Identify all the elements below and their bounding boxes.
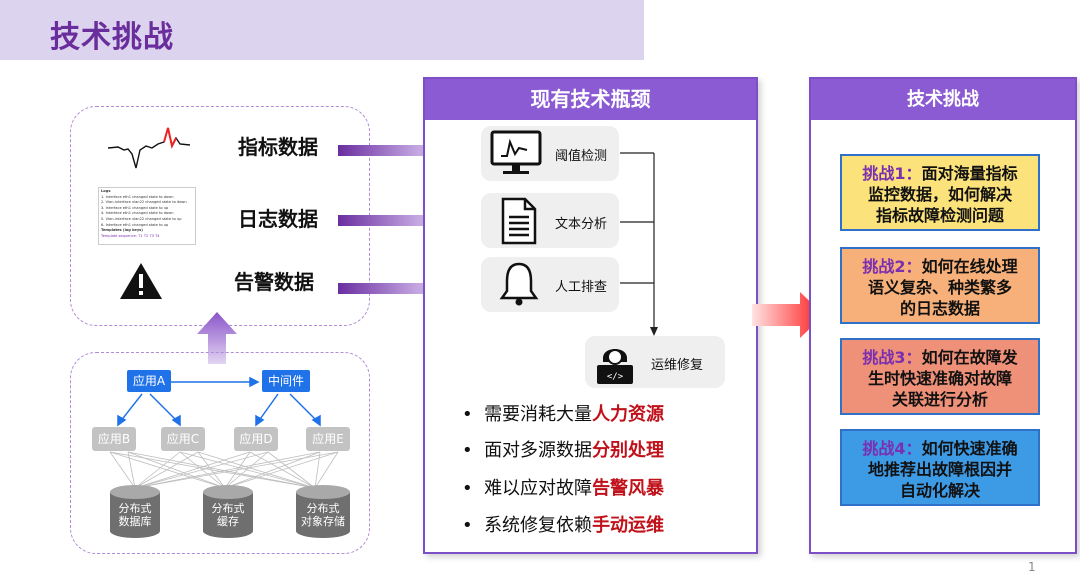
node-app-b: 应用B [92,427,136,451]
arrow-shaft [338,283,426,294]
challenge-line: 如何在线处理 [921,257,1018,276]
header-bar [0,0,644,60]
challenge-card-2: 挑战2：如何在线处理 语义复杂、种类繁多 的日志数据 [840,247,1040,324]
arrow-shaft [338,145,426,156]
topology-edges [109,376,339,489]
topology-box [70,352,370,554]
challenge-card-3: 挑战3：如何在故障发 生时快速准确对故障 关联进行分析 [840,338,1040,415]
store-label-2: 数据库 [118,515,152,528]
red-flow-arrow [752,292,824,338]
ops-repair-label: 运维修复 [651,358,704,373]
log-line: 1. Interface eth1 changed state to down [101,194,174,199]
bullet-item: • 需要消耗大量人力资源 [462,404,665,425]
log-line: 2. Vlan-interface vlan22 changed state t… [101,200,187,205]
bullet-emphasis: 手动运维 [592,515,665,536]
document-icon [501,197,537,245]
tool-manual-check-label: 人工排查 [555,280,608,295]
log-data-label: 日志数据 [238,207,318,231]
store-label-2: 对象存储 [301,515,345,528]
log-line: Templates (log keys) [101,228,143,233]
page-number: 1 [1028,560,1036,574]
log-line: 5. Vlan-interface vlan22 changed state t… [101,216,182,221]
bullet-text: 需要消耗大量 [484,404,593,425]
challenge-card-4: 挑战4：如何快速准确 地推荐出故障根因并 自动化解决 [840,429,1040,506]
store-object: 分布式 对象存储 [296,485,350,539]
log-line: 4. Interface eth1 changed state to down [101,211,174,216]
challenge-line: 如何快速准确 [921,439,1018,458]
store-label-1: 分布式 [211,502,245,515]
database-icon [296,485,350,538]
node-app-e: 应用E [306,427,350,451]
challenge-line: 如何在故障发 [921,348,1018,367]
challenge-line: 指标故障检测问题 [875,206,1004,225]
store-label-1: 分布式 [306,502,340,515]
challenge-line: 监控数据，如何解决 [867,185,1012,204]
up-arrow [197,312,237,364]
alert-data-label: 告警数据 [234,270,314,294]
store-database: 分布式 数据库 [110,485,160,539]
challenge-line: 自动化解决 [899,481,980,500]
challenge-card-1: 挑战1：面对海量指标 监控数据，如何解决 指标故障检测问题 [840,154,1040,231]
log-snippet-icon: Logs 1. Interface eth1 changed state to … [98,187,196,245]
challenge-tag: 挑战1： [862,164,922,183]
challenge-line: 的日志数据 [899,299,980,318]
tool-text-analysis: 文本分析 [481,193,619,248]
tool-text-analysis-label: 文本分析 [555,217,608,232]
store-cache: 分布式 缓存 [203,485,253,539]
bullet-text: 难以应对故障 [484,478,593,499]
tool-manual-check: 人工排查 [481,257,619,312]
challenge-line: 生时快速准确对故障 [867,369,1012,388]
challenge-line: 语义复杂、种类繁多 [867,278,1012,297]
bell-icon [499,262,539,306]
metric-chart-icon [108,127,190,169]
bullet-item: • 面对多源数据分别处理 [462,440,665,461]
challenge-line: 关联进行分析 [891,390,988,409]
challenge-tag: 挑战3： [862,348,922,367]
bullet-text: 面对多源数据 [484,440,593,461]
challenge-tag: 挑战2： [862,257,922,276]
log-line: Logs [101,189,111,193]
challenge-panel-title: 技术挑战 [811,79,1075,120]
challenge-tag: 挑战4： [862,439,922,458]
tool-threshold: 阈值检测 [481,126,619,181]
ops-repair: </> 运维修复 [585,336,725,388]
svg-text:</>: </> [607,372,624,382]
store-label-1: 分布式 [118,502,152,515]
challenge-line: 地推荐出故障根因并 [867,460,1012,479]
metric-data-label: 指标数据 [238,135,318,159]
bullet-emphasis: 告警风暴 [592,478,665,499]
monitor-icon [490,130,542,174]
log-line: Template sequence: T1 T2 T3 T4 [101,233,160,238]
bullet-item: • 难以应对故障告警风暴 [462,478,665,499]
log-line: 6. Interface eth1 changed state to up [101,222,169,227]
store-label-2: 缓存 [217,515,239,528]
tool-threshold-label: 阈值检测 [555,149,608,164]
node-app-c: 应用C [161,427,205,451]
node-middleware: 中间件 [262,370,310,392]
bullet-emphasis: 人力资源 [592,404,665,425]
challenge-line: 面对海量指标 [921,164,1018,183]
developer-icon: </> [597,349,633,384]
page-title: 技术挑战 [50,20,174,55]
database-icon [110,485,160,538]
node-app-d: 应用D [234,427,278,451]
tool-connector [620,152,658,336]
warning-icon [120,263,162,299]
bottleneck-panel-title: 现有技术瓶颈 [425,79,756,120]
bullet-text: 系统修复依赖 [484,515,593,536]
bullet-item: • 系统修复依赖手动运维 [462,515,665,536]
arrow-shaft [338,215,426,226]
node-app-a: 应用A [127,370,171,392]
database-icon [203,485,253,538]
log-line: 3. Interface eth1 changed state to up [101,205,169,210]
bullet-emphasis: 分别处理 [592,440,665,461]
